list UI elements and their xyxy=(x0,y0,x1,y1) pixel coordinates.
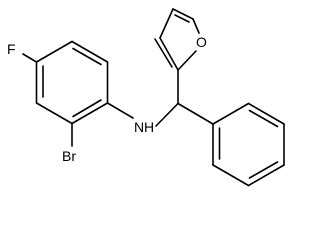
ring-inner-double-bond xyxy=(72,99,102,118)
furan-double-bond xyxy=(174,14,190,23)
amine-hydrogen-label: H xyxy=(144,119,154,135)
ring-inner-double-bond xyxy=(248,161,279,179)
furan-bond xyxy=(172,8,194,20)
furan-bond xyxy=(159,8,174,39)
ring-bond xyxy=(35,40,73,63)
ring-bond xyxy=(71,102,109,125)
furan-ring xyxy=(154,8,200,71)
ring-bond xyxy=(212,164,250,187)
furan-bond xyxy=(159,37,179,71)
ring-bond xyxy=(71,40,109,63)
ring-bond xyxy=(212,102,250,125)
furan-oxygen-label: O xyxy=(196,34,207,50)
amine-nitrogen-label: N xyxy=(134,119,144,135)
ring-bond xyxy=(247,102,285,125)
phenyl-ring xyxy=(212,102,285,187)
halophenyl-ring xyxy=(35,40,109,125)
c-n-bond xyxy=(106,102,134,119)
furan-bond xyxy=(177,50,197,71)
furan-bond xyxy=(192,18,200,34)
ring-bond xyxy=(247,164,285,187)
n-ch-bond xyxy=(155,102,179,127)
molecule-structure-diagram: F Br N H O xyxy=(7,8,285,187)
ring-inner-double-bond xyxy=(248,109,279,128)
ring-inner-double-bond xyxy=(72,47,102,66)
c-f-bond xyxy=(22,53,38,63)
fluorine-atom-label: F xyxy=(7,41,16,57)
ring-bond xyxy=(35,102,73,125)
ch-phenyl-bond xyxy=(177,102,214,125)
bromine-atom-label: Br xyxy=(62,148,76,164)
furan-double-bond xyxy=(154,38,173,68)
